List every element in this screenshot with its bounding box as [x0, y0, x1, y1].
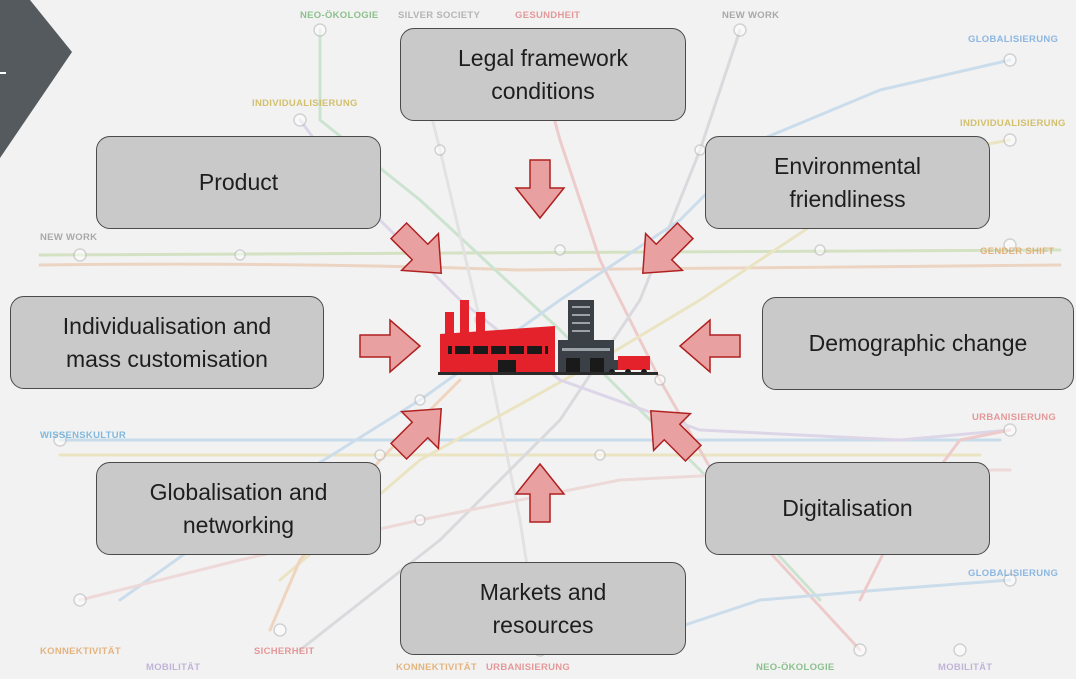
factor-label-environmental-friendliness: Environmental friendliness [773, 152, 922, 212]
arrow-up-left-icon [649, 409, 703, 463]
map-label-gender-shift: GENDER SHIFT [980, 246, 1055, 257]
arrow-left-icon [678, 318, 741, 374]
arrow-down-icon [514, 159, 566, 220]
arrow-down-left-icon [641, 221, 695, 275]
map-label-globalisierung-top: GLOBALISIERUNG [968, 34, 1059, 45]
map-label-neo-oekologie-bottom: NEO-ÖKOLOGIE [756, 662, 835, 673]
arrow-right-icon [359, 318, 422, 374]
map-label-globalisierung-bottom: GLOBALISIERUNG [968, 568, 1059, 579]
map-label-individualisierung-right: INDIVIDUALISIERUNG [960, 118, 1066, 129]
map-label-wissenskultur: WISSENSKULTUR [40, 430, 127, 441]
factor-label-digitalisation: Digitalisation [782, 495, 913, 521]
map-label-neo-oekologie: NEO-ÖKOLOGIE [300, 10, 379, 21]
map-label-sicherheit: SICHERHEIT [254, 646, 315, 657]
map-label-new-work-top: NEW WORK [722, 10, 780, 21]
factor-box-digitalisation: Digitalisation [705, 462, 990, 555]
factor-label-globalisation: Globalisation and networking [149, 478, 328, 538]
factor-label-product: Product [198, 169, 279, 195]
factor-label-demographic-change: Demographic change [808, 330, 1028, 356]
factor-box-legal-framework: Legal framework conditions [400, 28, 686, 121]
map-label-individualisierung-left: INDIVIDUALISIERUNG [252, 98, 358, 109]
factor-box-environmental-friendliness: Environmental friendliness [705, 136, 990, 229]
map-label-mobilitaet-right: MOBILITÄT [938, 662, 993, 673]
map-label-konnektivitaet-bottom: KONNEKTIVITÄT [396, 662, 477, 673]
factor-box-individualisation: Individualisation and mass customisation [10, 296, 324, 389]
arrow-down-right-icon [389, 221, 443, 275]
corner-tab-shape [0, 0, 72, 158]
factor-label-individualisation: Individualisation and mass customisation [62, 312, 272, 372]
factor-box-globalisation: Globalisation and networking [96, 462, 381, 555]
map-label-urbanisierung-right: URBANISIERUNG [972, 412, 1057, 423]
factor-box-markets-resources: Markets and resources [400, 562, 686, 655]
map-label-new-work-left: NEW WORK [40, 232, 98, 243]
arrow-up-right-icon [389, 407, 443, 461]
arrow-up-icon [514, 462, 566, 523]
factor-label-legal-framework: Legal framework conditions [457, 44, 629, 104]
map-label-silver-society: SILVER SOCIETY [398, 10, 481, 21]
map-label-gesundheit: GESUNDHEIT [515, 10, 581, 21]
map-label-konnektivitaet-left: KONNEKTIVITÄT [40, 646, 121, 657]
factor-box-product: Product [96, 136, 381, 229]
map-label-mobilitaet-left: MOBILITÄT [146, 662, 201, 673]
factor-label-markets-resources: Markets and resources [479, 578, 607, 638]
factor-box-demographic-change: Demographic change [762, 297, 1074, 390]
map-label-urbanisierung-bottom: URBANISIERUNG [486, 662, 571, 673]
